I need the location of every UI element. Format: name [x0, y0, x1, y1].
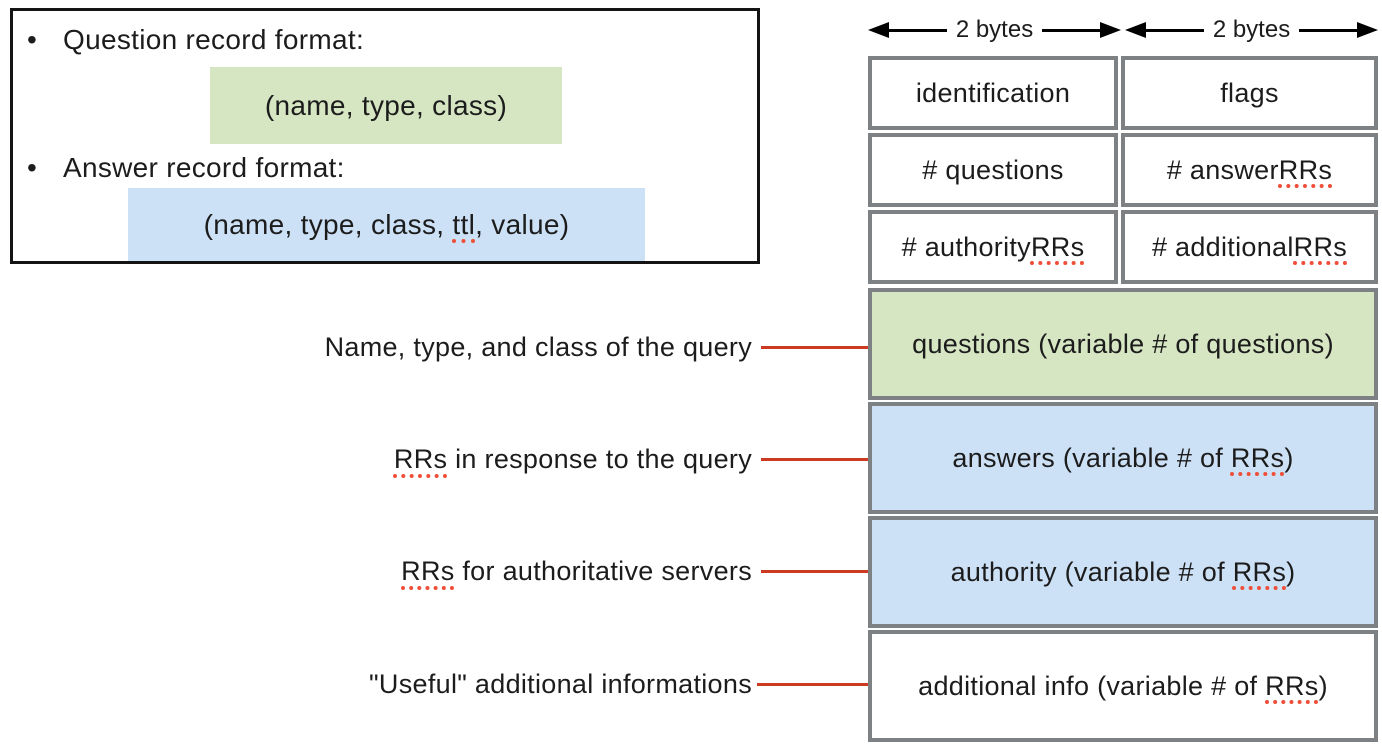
answer-format-post: , value) [475, 208, 570, 240]
section-pre: questions (variable # of questions) [912, 328, 1334, 359]
callout-spellcheck: RRs [401, 556, 455, 586]
answer-record-format-item: • Answer record format: [27, 151, 345, 185]
answer-format-text: (name, type, class, ttl, value) [204, 209, 570, 241]
section-answers: answers (variable # of RRs) [868, 402, 1378, 514]
arrowhead-right-icon [1357, 22, 1379, 38]
section-pre: additional info (variable # of [918, 670, 1266, 701]
section-additional-info: additional info (variable # of RRs) [868, 630, 1378, 742]
field-text: # answer [1166, 154, 1279, 185]
arrow-line [1299, 28, 1358, 32]
callout-questions-label: Name, type, and class of the query [325, 331, 752, 363]
question-record-format-item: • Question record format: [27, 23, 364, 57]
callout-answers-label: RRs in response to the query [394, 443, 752, 475]
arrowhead-right-icon [1100, 22, 1122, 38]
callout-text: in response to the query [447, 444, 752, 474]
byte-arrow-right: 2 bytes [1125, 14, 1379, 46]
byte-label-right: 2 bytes [1212, 16, 1291, 43]
field-spellcheck: RRs [1030, 231, 1085, 262]
question-format-text: (name, type, class) [264, 89, 508, 121]
answer-format-highlight: (name, type, class, ttl, value) [128, 188, 645, 261]
connector-line-questions [761, 346, 888, 349]
callout-authority-label: RRs for authoritative servers [401, 555, 752, 587]
section-text: authority (variable # of RRs) [951, 557, 1296, 588]
field-text: # questions [922, 154, 1064, 185]
section-text: questions (variable # of questions) [912, 329, 1334, 360]
connector-line-answers [761, 458, 892, 461]
section-spellcheck: RRs [1230, 442, 1285, 473]
callout-text: Name, type, and class of the query [324, 332, 752, 362]
callout-additional-label: "Useful" additional informations [369, 668, 752, 700]
answer-record-format-label: Answer record format: [63, 152, 345, 183]
answer-format-pre: (name, type, class, [203, 208, 453, 240]
section-authority: authority (variable # of RRs) [868, 516, 1378, 628]
byte-arrow-left: 2 bytes [868, 14, 1122, 46]
section-text: additional info (variable # of RRs) [918, 671, 1328, 702]
record-format-box: • Question record format: (name, type, c… [10, 8, 760, 264]
callout-spellcheck: RRs [393, 444, 448, 474]
bullet-icon: • [27, 152, 37, 183]
field-text: # additional [1151, 231, 1294, 262]
section-spellcheck: RRs [1265, 670, 1319, 701]
field-text: flags [1220, 77, 1279, 108]
dns-variable-sections: questions (variable # of questions) answ… [868, 288, 1378, 744]
field-num-answer-rrs: # answer RRs [1121, 133, 1378, 207]
section-spellcheck: RRs [1232, 556, 1287, 587]
section-pre: answers (variable # of [952, 442, 1231, 473]
field-num-authority-rrs: # authority RRs [868, 210, 1118, 284]
arrow-line [1146, 28, 1204, 32]
arrow-line [1042, 28, 1101, 32]
section-post: ) [1318, 670, 1328, 701]
field-text: # authority [901, 231, 1031, 262]
section-questions: questions (variable # of questions) [868, 288, 1378, 400]
arrowhead-left-icon [1125, 22, 1146, 38]
connector-line-authority [761, 570, 888, 573]
dns-header-field-grid: identification flags # questions # answe… [868, 56, 1378, 284]
byte-label-left: 2 bytes [955, 16, 1034, 43]
answer-format-ttl-spellcheck: ttl [452, 208, 476, 240]
field-spellcheck: RRs [1278, 154, 1333, 185]
field-identification: identification [868, 56, 1118, 130]
section-post: ) [1284, 442, 1294, 473]
callout-text: "Useful" additional informations [369, 669, 752, 699]
field-num-questions: # questions [868, 133, 1118, 207]
connector-line-additional [757, 683, 888, 686]
byte-width-arrows: 2 bytes 2 bytes [868, 14, 1379, 46]
section-text: answers (variable # of RRs) [952, 443, 1293, 474]
callout-text: for authoritative servers [454, 556, 752, 586]
arrowhead-left-icon [868, 22, 889, 38]
arrow-line [889, 28, 947, 32]
question-record-format-label: Question record format: [63, 24, 365, 55]
question-format-highlight: (name, type, class) [210, 67, 562, 144]
section-pre: authority (variable # of [950, 556, 1233, 587]
field-flags: flags [1121, 56, 1378, 130]
section-post: ) [1286, 556, 1296, 587]
field-text: identification [915, 77, 1071, 108]
field-spellcheck: RRs [1293, 231, 1348, 262]
field-num-additional-rrs: # additional RRs [1121, 210, 1378, 284]
bullet-icon: • [27, 24, 37, 55]
